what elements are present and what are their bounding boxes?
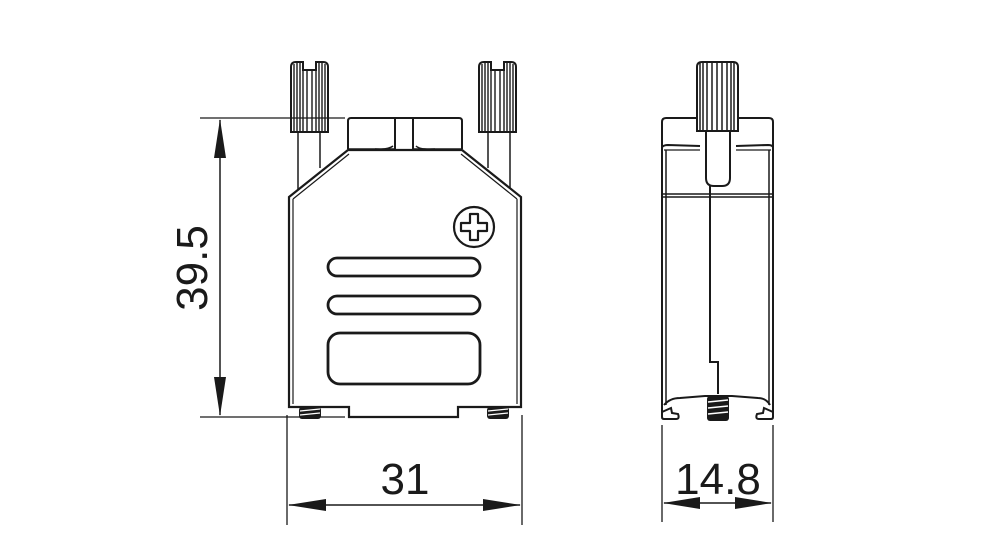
bottom-screw-right xyxy=(487,407,509,419)
bottom-screw-left xyxy=(299,407,321,419)
side-view xyxy=(661,61,774,421)
front-view xyxy=(287,61,523,419)
left-thumb-screw xyxy=(290,61,329,190)
right-thumb-screw xyxy=(478,61,517,190)
dimension-width-label: 31 xyxy=(381,455,430,504)
side-bottom-screw xyxy=(707,396,729,421)
dimension-depth-label: 14.8 xyxy=(675,455,761,504)
vent-slot-1 xyxy=(326,256,482,278)
label-window xyxy=(326,331,482,386)
side-thumb-screw xyxy=(696,61,739,132)
dimension-height: 39.5 xyxy=(168,117,345,418)
dimension-height-label: 39.5 xyxy=(168,225,217,311)
cable-entry-lugs xyxy=(347,117,463,153)
cross-head-screw xyxy=(452,205,496,249)
dimension-width: 31 xyxy=(286,415,523,525)
vent-slot-2 xyxy=(326,294,482,316)
dimension-depth: 14.8 xyxy=(661,425,774,522)
